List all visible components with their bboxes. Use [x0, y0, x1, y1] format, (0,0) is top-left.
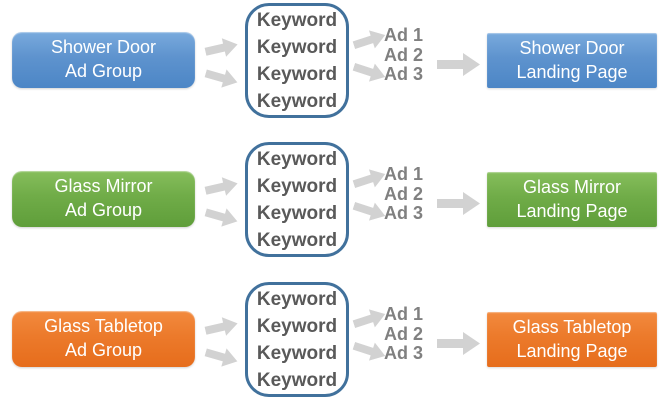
landing-page-box: Shower Door Landing Page — [487, 33, 657, 88]
ad-item: Ad 2 — [384, 323, 424, 344]
ad-group-label: Glass Tabletop Ad Group — [44, 316, 163, 360]
keyword-item: Keyword — [256, 90, 338, 112]
keyword-list-box: Keyword Keyword Keyword Keyword — [245, 3, 349, 118]
arrow-right-icon — [352, 201, 386, 221]
keyword-item: Keyword — [256, 175, 338, 197]
keyword-item: Keyword — [256, 9, 338, 31]
arrow-right-icon — [352, 169, 386, 189]
row-shower-door: Shower Door Ad Group Keyword Keyword Key… — [0, 3, 661, 119]
landing-page-box: Glass Tabletop Landing Page — [487, 312, 657, 367]
ad-item: Ad 3 — [384, 203, 424, 223]
fan-out-arrows — [350, 301, 390, 379]
fan-out-arrows — [202, 22, 242, 100]
keyword-item: Keyword — [256, 342, 338, 364]
ad-item: Ad 2 — [384, 183, 424, 204]
ads-list: Ad 1 Ad 2 Ad 3 — [384, 25, 438, 85]
keyword-list-box: Keyword Keyword Keyword Keyword — [245, 282, 349, 397]
flow-arrow — [436, 327, 481, 359]
keyword-item: Keyword — [256, 63, 338, 85]
flow-arrow — [436, 187, 481, 219]
arrow-right-icon — [204, 38, 238, 57]
arrow-right-icon — [436, 191, 480, 215]
keyword-item: Keyword — [256, 229, 338, 251]
fan-out-arrows — [350, 161, 390, 239]
ad-item: Ad 1 — [384, 25, 424, 45]
keyword-item: Keyword — [256, 315, 338, 337]
ad-group-box: Glass Tabletop Ad Group — [12, 311, 195, 367]
arrow-right-icon — [204, 208, 238, 227]
landing-page-box: Glass Mirror Landing Page — [487, 172, 657, 227]
keyword-item: Keyword — [256, 148, 338, 170]
arrow-right-icon — [204, 348, 238, 367]
arrow-right-icon — [352, 30, 386, 50]
arrow-right-icon — [352, 341, 386, 361]
ad-item: Ad 1 — [384, 164, 424, 184]
arrow-right-icon — [352, 309, 386, 329]
ad-group-box: Glass Mirror Ad Group — [12, 171, 195, 227]
arrow-right-icon — [204, 317, 238, 336]
landing-page-label: Shower Door Landing Page — [516, 37, 628, 82]
ads-list: Ad 1 Ad 2 Ad 3 — [384, 304, 438, 364]
keyword-item: Keyword — [256, 202, 338, 224]
landing-page-label: Glass Tabletop Landing Page — [512, 316, 632, 361]
row-glass-tabletop: Glass Tabletop Ad Group Keyword Keyword … — [0, 282, 661, 398]
flow-arrow — [436, 48, 481, 80]
ad-group-label: Shower Door Ad Group — [50, 37, 157, 81]
fan-out-arrows — [202, 301, 242, 379]
keyword-item: Keyword — [256, 36, 338, 58]
keyword-item: Keyword — [256, 369, 338, 391]
keyword-item: Keyword — [256, 288, 338, 310]
ad-item: Ad 1 — [384, 304, 424, 324]
keyword-list-box: Keyword Keyword Keyword Keyword — [245, 142, 349, 257]
ad-group-label: Glass Mirror Ad Group — [54, 176, 153, 220]
fan-out-arrows — [202, 161, 242, 239]
ad-item: Ad 3 — [384, 64, 424, 84]
ad-group-box: Shower Door Ad Group — [12, 32, 195, 88]
row-glass-mirror: Glass Mirror Ad Group Keyword Keyword Ke… — [0, 142, 661, 258]
ad-item: Ad 2 — [384, 44, 424, 65]
arrow-right-icon — [436, 331, 480, 355]
ads-list: Ad 1 Ad 2 Ad 3 — [384, 164, 438, 224]
arrow-right-icon — [204, 177, 238, 196]
fan-out-arrows — [350, 22, 390, 100]
ad-item: Ad 3 — [384, 343, 424, 363]
arrow-right-icon — [436, 52, 480, 76]
landing-page-label: Glass Mirror Landing Page — [516, 176, 628, 221]
arrow-right-icon — [204, 69, 238, 88]
arrow-right-icon — [352, 62, 386, 82]
